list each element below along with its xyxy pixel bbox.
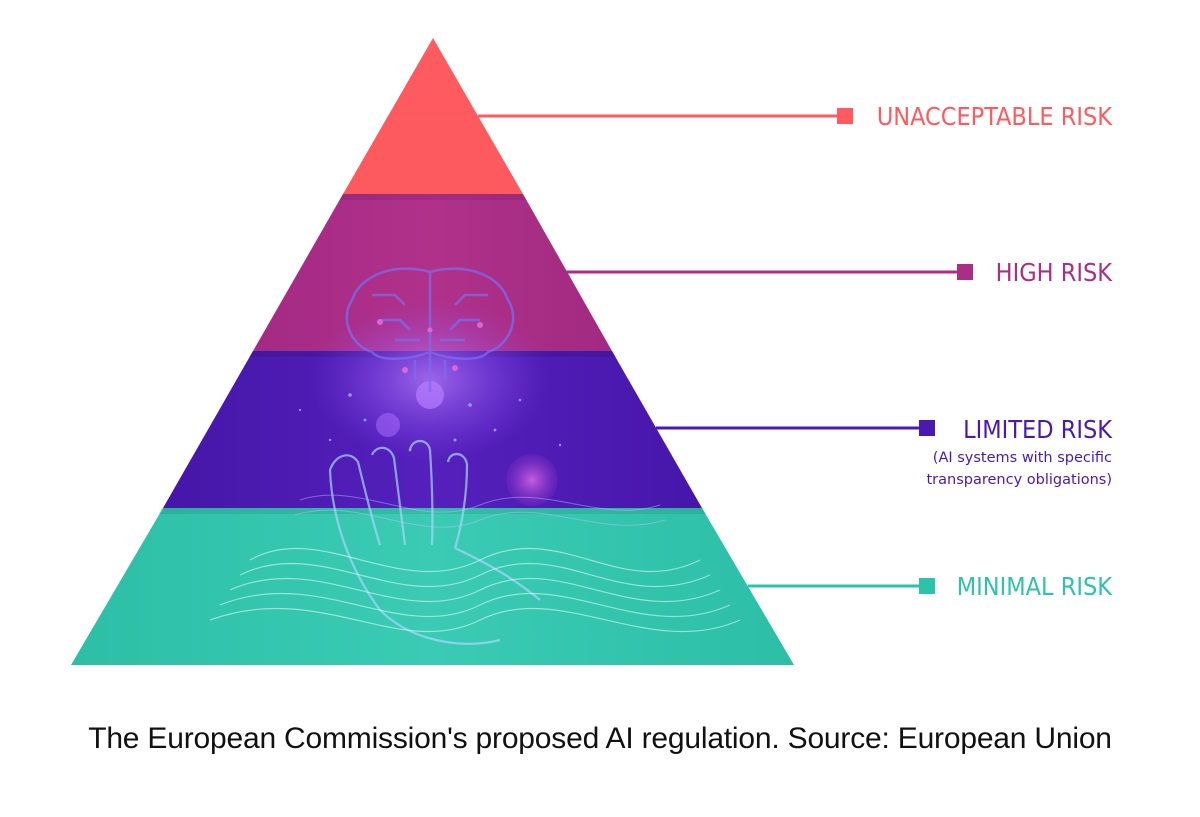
risk-pyramid-diagram: UNACCEPTABLE RISK HIGH RISK LIMITED RISK… — [71, 38, 1114, 665]
tier-note-limited-line2: transparency obligations) — [927, 472, 1113, 488]
tier-label-unacceptable: UNACCEPTABLE RISK — [877, 102, 1113, 131]
tier-note-limited-line1: (AI systems with specific — [933, 450, 1112, 466]
figure-caption: The European Commission's proposed AI re… — [88, 722, 1112, 755]
tier-label-high: HIGH RISK — [996, 258, 1114, 287]
leader-minimal — [748, 578, 935, 594]
brain-circuit-icon — [345, 267, 515, 392]
tier-label-limited: LIMITED RISK — [963, 415, 1113, 444]
pyramid — [71, 38, 794, 665]
leader-high — [566, 264, 973, 280]
glow-orb — [506, 454, 558, 506]
leader-limited — [656, 420, 935, 436]
tier-unacceptable-band — [343, 38, 523, 194]
leader-unacceptable — [478, 108, 853, 124]
tier-label-minimal: MINIMAL RISK — [957, 572, 1113, 601]
ai-brain-and-hand-illustration — [209, 267, 741, 645]
